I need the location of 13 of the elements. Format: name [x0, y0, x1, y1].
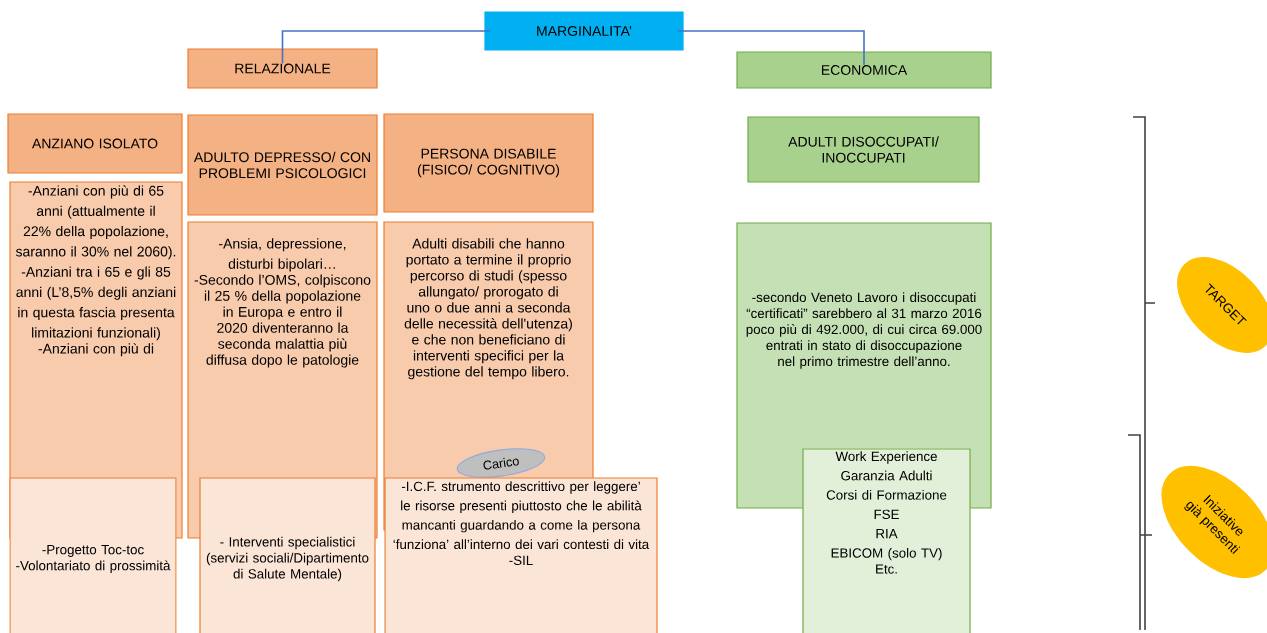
target-box: ADULTI DISOCCUPATI/ INOCCUPATI	[747, 116, 980, 183]
target-box: ANZIANO ISOLATO	[7, 113, 183, 174]
initiatives-box: Work Experience Garanzia Adulti Corsi di Formazione FSE RIA EBICOM (solo TV) Etc.	[802, 448, 971, 633]
initiatives-box: -Progetto Toc-toc -Volontariato di prossimità	[9, 477, 177, 633]
category-box: ECONOMICA	[736, 51, 992, 89]
connector	[677, 30, 865, 66]
title-box: MARGINALITA’	[484, 11, 684, 51]
connector	[281, 30, 491, 65]
category-box: RELAZIONALE	[187, 48, 378, 89]
target-box: PERSONA DISABILE (FISICO/ COGNITIVO)	[383, 113, 594, 213]
target-box: ADULTO DEPRESSO/ CON PROBLEMI PSICOLOGICI	[187, 114, 378, 216]
initiatives-box: -I.C.F. strumento descrittivo per leggere’ le risorse presenti piuttosto che le abilità mancanti guardando a come la persona ‘funziona’ all’interno dei vari contesti di vita -SIL	[384, 477, 658, 633]
initiatives-box: - Interventi specialistici (servizi sociali/Dipartimento di Salute Mentale)	[199, 477, 376, 633]
